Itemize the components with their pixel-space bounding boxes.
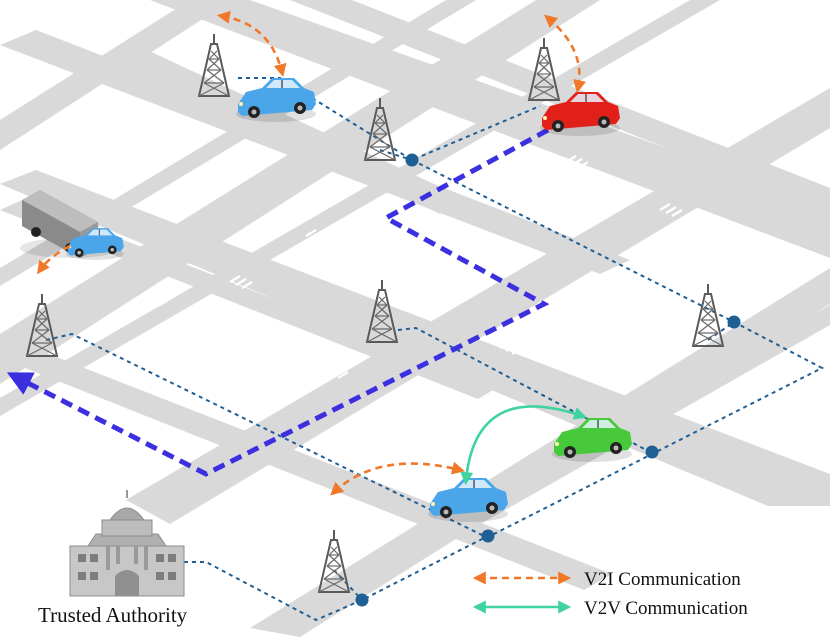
government-building-icon	[69, 490, 185, 597]
v2v-link	[460, 405, 587, 486]
network-node-icon	[355, 593, 369, 607]
legend-v2v-label: V2V Communication	[584, 598, 748, 619]
network-node-icon	[645, 445, 659, 459]
legend-v2i-label: V2I Communication	[584, 569, 741, 590]
crosswalks	[145, 155, 743, 417]
v2i-links	[36, 10, 586, 496]
network-node-icon	[481, 529, 495, 543]
network-node-icon	[405, 153, 419, 167]
tower-icon	[692, 283, 724, 347]
car-icon	[235, 77, 317, 123]
trusted-authority-label: Trusted Authority	[38, 603, 188, 627]
legend: V2I Communication V2V Communication	[472, 569, 748, 619]
network-nodes	[355, 153, 741, 607]
vehicle-route-path	[6, 127, 550, 477]
network-node-icon	[727, 315, 741, 329]
